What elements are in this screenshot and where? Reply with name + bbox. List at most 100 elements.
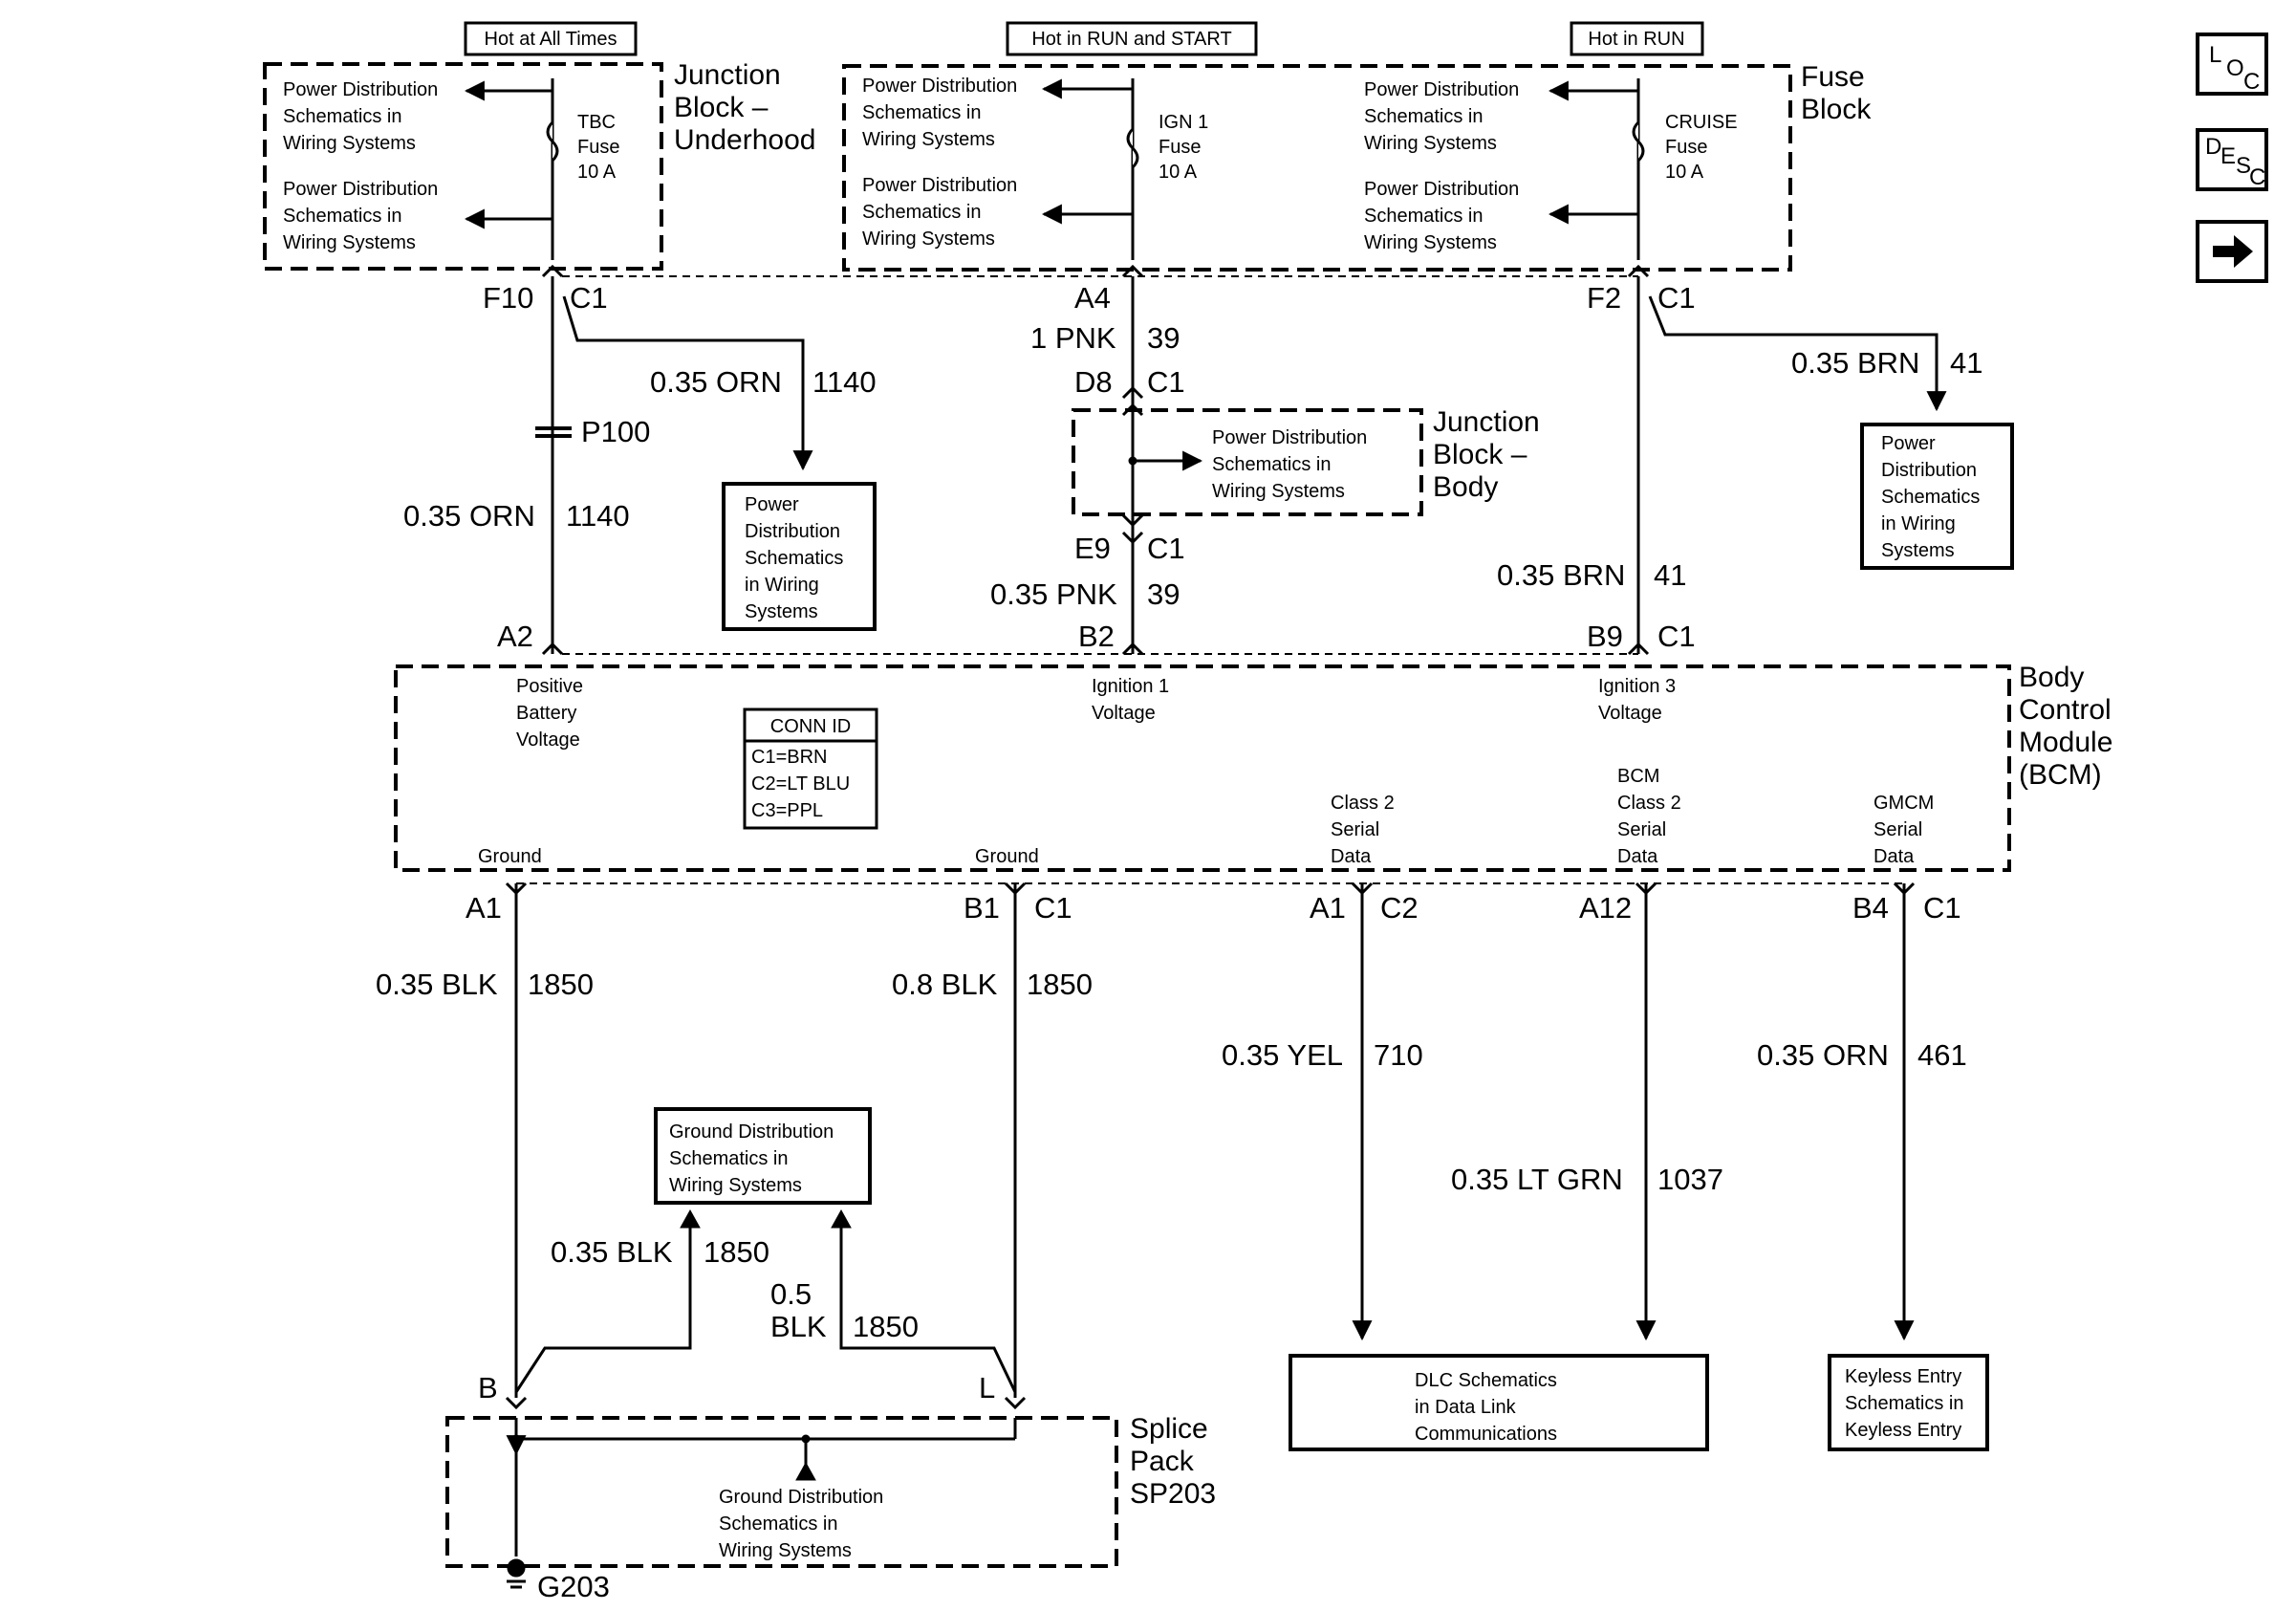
keyless-ref-box: [1828, 1354, 1989, 1451]
bcm-box: [394, 664, 2011, 872]
svg-text:SP203: SP203: [1130, 1478, 1216, 1510]
svg-text:Fuse: Fuse: [577, 137, 619, 158]
pin-a1-ground: A1: [466, 891, 502, 925]
bcm-ign3-voltage: Ignition 3 Voltage: [1598, 676, 1676, 724]
ground-dist-ref-text: Ground Distribution Schematics in Wiring…: [669, 1121, 834, 1196]
svg-text:Data: Data: [1331, 846, 1372, 867]
loc-o: O: [2226, 55, 2244, 81]
svg-text:Schematics in: Schematics in: [283, 106, 402, 127]
svg-text:Serial: Serial: [1331, 819, 1379, 840]
power-dist-ref-box-2: [1860, 423, 2014, 570]
svg-text:Systems: Systems: [1881, 540, 1955, 561]
bcm-label: Body Control Module (BCM): [2019, 662, 2112, 791]
hot-run-label: Hot in RUN: [1588, 29, 1684, 50]
svg-text:TBC: TBC: [577, 112, 616, 133]
svg-text:Body: Body: [2019, 662, 2084, 693]
svg-text:Keyless Entry: Keyless Entry: [1845, 1366, 1961, 1387]
splice-pack-label: Splice Pack SP203: [1130, 1413, 1216, 1510]
wire-pnk-1: 1 PNK: [1030, 321, 1116, 355]
desc-e: E: [2220, 143, 2237, 169]
wire-blk-05-b: BLK: [770, 1310, 827, 1343]
svg-text:Distribution: Distribution: [1881, 460, 1977, 481]
svg-text:CRUISE: CRUISE: [1665, 112, 1738, 133]
loc-l: L: [2209, 42, 2222, 68]
svg-text:C1=BRN: C1=BRN: [751, 747, 827, 768]
bcm-ground-1: Ground: [478, 846, 542, 867]
svg-text:Schematics in: Schematics in: [1845, 1393, 1964, 1414]
splice-ground-dist-text: Ground Distribution Schematics in Wiring…: [719, 1487, 883, 1561]
wire-orn-461-num: 461: [1917, 1038, 1967, 1072]
pin-c1-d8: C1: [1147, 365, 1185, 399]
description-button[interactable]: D E S C: [2196, 128, 2268, 191]
wire-ltgrn-num: 1037: [1657, 1163, 1723, 1196]
wire-blk-035-b: 0.35 BLK: [551, 1235, 673, 1269]
svg-text:Class 2: Class 2: [1331, 793, 1395, 814]
loc-c: C: [2243, 69, 2261, 95]
wire-brn-a: 0.35 BRN: [1791, 346, 1919, 380]
svg-text:in Data Link: in Data Link: [1415, 1397, 1517, 1418]
svg-text:Wiring Systems: Wiring Systems: [1364, 232, 1497, 253]
svg-text:Power: Power: [745, 494, 799, 515]
pin-f2: F2: [1587, 281, 1621, 315]
wire-orn-1140-b: 0.35 ORN: [403, 499, 535, 533]
svg-text:Wiring Systems: Wiring Systems: [719, 1540, 852, 1561]
svg-text:Battery: Battery: [516, 703, 576, 724]
wire-blk-035-a-num: 1850: [528, 968, 594, 1001]
svg-text:10 A: 10 A: [1159, 162, 1198, 183]
pd-ref-box-2-text: Power Distribution Schematics in Wiring …: [1881, 433, 1980, 561]
splice-pin-l: L: [979, 1371, 995, 1404]
svg-text:Distribution: Distribution: [745, 521, 840, 542]
hot-all-times-label: Hot at All Times: [485, 29, 617, 50]
svg-text:Schematics in: Schematics in: [1212, 454, 1332, 475]
svg-text:Schematics: Schematics: [745, 548, 843, 569]
wire-blk-05-num: 1850: [853, 1310, 919, 1343]
splice-pack-box: [445, 1416, 1118, 1568]
svg-text:Splice: Splice: [1130, 1413, 1208, 1445]
pin-a1-data: A1: [1310, 891, 1346, 925]
svg-text:in Wiring: in Wiring: [745, 575, 819, 596]
bcm-gmcm-serial: GMCM Serial Data: [1874, 793, 1934, 867]
svg-text:(BCM): (BCM): [2019, 759, 2102, 791]
svg-text:Wiring Systems: Wiring Systems: [1212, 481, 1345, 502]
svg-text:Wiring Systems: Wiring Systems: [283, 232, 416, 253]
svg-text:Ignition 3: Ignition 3: [1598, 676, 1676, 697]
wire-pnk-1-num: 39: [1147, 321, 1180, 355]
svg-text:Schematics in: Schematics in: [1364, 206, 1484, 227]
wire-blk-08: 0.8 BLK: [892, 968, 998, 1001]
svg-text:Power Distribution: Power Distribution: [1364, 79, 1519, 100]
pin-c1-b1: C1: [1034, 891, 1072, 925]
svg-text:Pack: Pack: [1130, 1446, 1195, 1477]
desc-c: C: [2249, 164, 2266, 190]
svg-text:Fuse: Fuse: [1665, 137, 1707, 158]
svg-text:Schematics in: Schematics in: [283, 206, 402, 227]
location-button[interactable]: L O C: [2196, 33, 2268, 96]
svg-text:DLC Schematics: DLC Schematics: [1415, 1370, 1557, 1391]
svg-text:Schematics: Schematics: [1881, 487, 1980, 508]
svg-text:Keyless Entry: Keyless Entry: [1845, 1420, 1961, 1441]
splice-p100: P100: [581, 415, 650, 448]
svg-text:Data: Data: [1617, 846, 1658, 867]
pd-ref-ign1-bottom: Power Distribution Schematics in Wiring …: [862, 175, 1017, 250]
svg-text:in Wiring: in Wiring: [1881, 513, 1956, 534]
svg-text:Voltage: Voltage: [1598, 703, 1662, 724]
ign1-fuse-label: IGN 1 Fuse 10 A: [1159, 112, 1208, 183]
junction-block-body-label: Junction Block – Body: [1433, 406, 1540, 503]
svg-text:Block: Block: [1801, 94, 1872, 125]
svg-text:Wiring Systems: Wiring Systems: [669, 1175, 802, 1196]
svg-text:GMCM: GMCM: [1874, 793, 1934, 814]
pd-ref-junction-body: Power Distribution Schematics in Wiring …: [1212, 427, 1367, 502]
svg-text:Block –: Block –: [1433, 439, 1527, 470]
fuse-block-label: Fuse Block: [1801, 61, 1872, 125]
svg-text:Serial: Serial: [1617, 819, 1666, 840]
wire-pnk-035: 0.35 PNK: [990, 577, 1117, 611]
svg-text:Ignition 1: Ignition 1: [1092, 676, 1169, 697]
ground-dist-ref-box: [654, 1107, 872, 1205]
svg-text:Systems: Systems: [745, 601, 818, 622]
svg-text:Power Distribution: Power Distribution: [1212, 427, 1367, 448]
bcm-class2-serial: Class 2 Serial Data: [1331, 793, 1395, 867]
svg-text:Data: Data: [1874, 846, 1915, 867]
next-page-button[interactable]: [2196, 220, 2268, 283]
pd-ref-cruise-top: Power Distribution Schematics in Wiring …: [1364, 79, 1519, 154]
wire-blk-08-num: 1850: [1027, 968, 1093, 1001]
